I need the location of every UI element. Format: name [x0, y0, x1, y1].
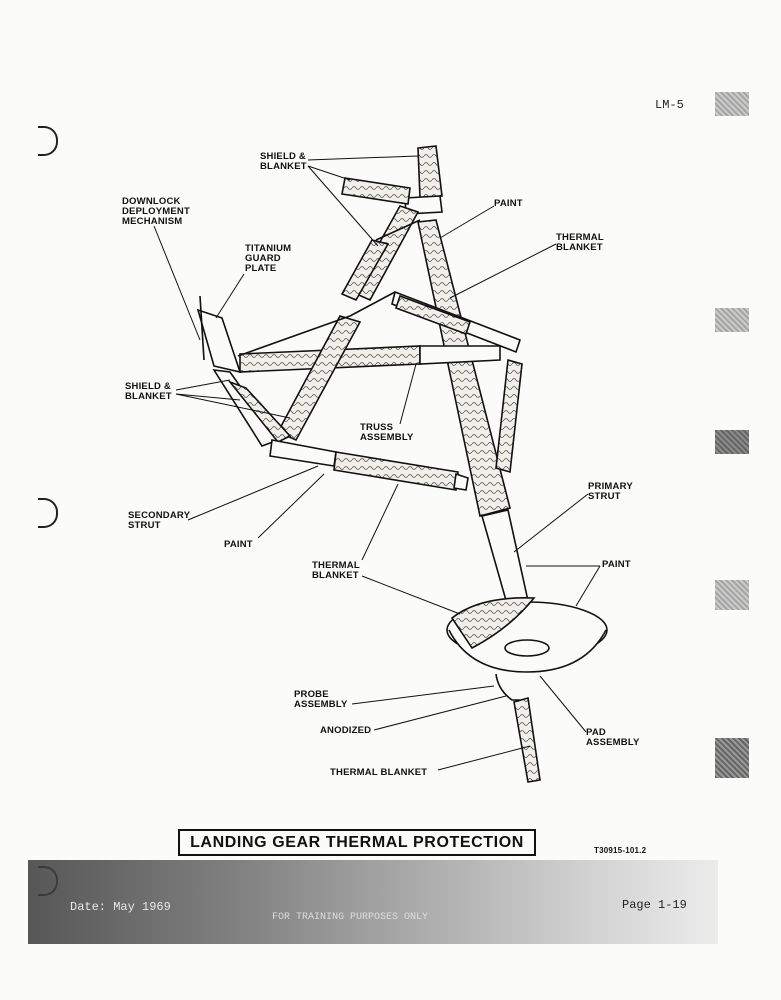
- label-paint-right: PAINT: [602, 559, 631, 570]
- label-probe-assembly: PROBE ASSEMBLY: [294, 689, 348, 710]
- footer-page-number: Page 1-19: [622, 898, 687, 912]
- binder-hole: [38, 126, 58, 156]
- binder-hole: [38, 498, 58, 528]
- label-shield-blanket-left: SHIELD & BLANKET: [125, 381, 172, 402]
- label-thermal-blanket-bottom: THERMAL BLANKET: [330, 767, 428, 778]
- label-truss-assembly: TRUSS ASSEMBLY: [360, 422, 414, 443]
- label-titanium-guard-plate: TITANIUM GUARD PLATE: [245, 243, 292, 274]
- label-primary-strut: PRIMARY STRUT: [588, 481, 633, 502]
- edge-tab-mark: [715, 580, 749, 610]
- edge-tab-mark: [715, 430, 749, 454]
- edge-tab-mark: [715, 308, 749, 332]
- label-paint-left: PAINT: [224, 539, 253, 550]
- primary-strut-blanket: [417, 219, 511, 517]
- label-secondary-strut: SECONDARY STRUT: [128, 510, 191, 531]
- figure-number: T30915-101.2: [594, 846, 647, 855]
- label-paint-top: PAINT: [494, 198, 523, 209]
- label-pad-assembly: PAD ASSEMBLY: [586, 727, 640, 748]
- footer-purpose: FOR TRAINING PURPOSES ONLY: [272, 912, 429, 923]
- label-thermal-blanket-mid: THERMAL BLANKET: [312, 560, 360, 581]
- label-shield-blanket-top: SHIELD & BLANKET: [260, 151, 307, 172]
- figure-title: LANDING GEAR THERMAL PROTECTION: [190, 833, 524, 851]
- figure-title-box: LANDING GEAR THERMAL PROTECTION: [178, 829, 536, 856]
- footer-date: Date: May 1969: [70, 900, 171, 914]
- label-thermal-blanket-top: THERMAL BLANKET: [556, 232, 604, 253]
- label-downlock-deployment-mechanism: DOWNLOCK DEPLOYMENT MECHANISM: [122, 196, 190, 227]
- footer-noise-band: [28, 860, 718, 944]
- edge-tab-mark: [715, 92, 749, 116]
- edge-tab-mark: [715, 738, 749, 778]
- label-anodized: ANODIZED: [320, 725, 372, 736]
- header-code: LM-5: [655, 98, 684, 112]
